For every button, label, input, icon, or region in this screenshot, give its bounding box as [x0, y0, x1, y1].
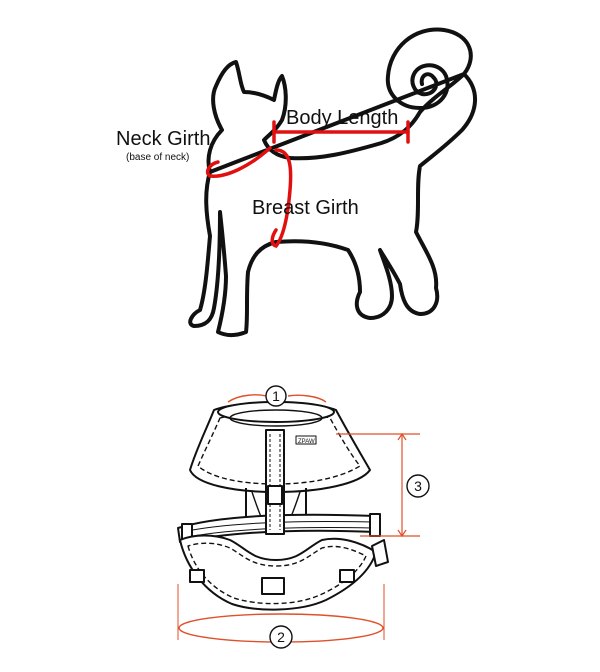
neck-girth-label: Neck Girth [116, 128, 210, 150]
marker-3: 3 [406, 474, 430, 498]
cat-silhouette [188, 27, 478, 337]
harness-tag-text: ZPAW [298, 439, 315, 445]
dimension-height [336, 432, 420, 538]
body-length-label: Body Length [286, 107, 398, 129]
breast-girth-loop [270, 148, 293, 249]
marker-1: 1 [265, 385, 287, 407]
measure-lines [205, 120, 410, 249]
neck-girth-loop [205, 146, 272, 178]
harness-drawing [177, 401, 389, 611]
neck-girth-note: (base of neck) [126, 152, 189, 163]
svg-text:1: 1 [272, 388, 280, 404]
svg-text:3: 3 [414, 478, 422, 494]
marker-2: 2 [269, 625, 293, 649]
svg-text:2: 2 [277, 629, 285, 645]
dimension-neck [227, 394, 327, 403]
breast-girth-label: Breast Girth [252, 197, 359, 219]
